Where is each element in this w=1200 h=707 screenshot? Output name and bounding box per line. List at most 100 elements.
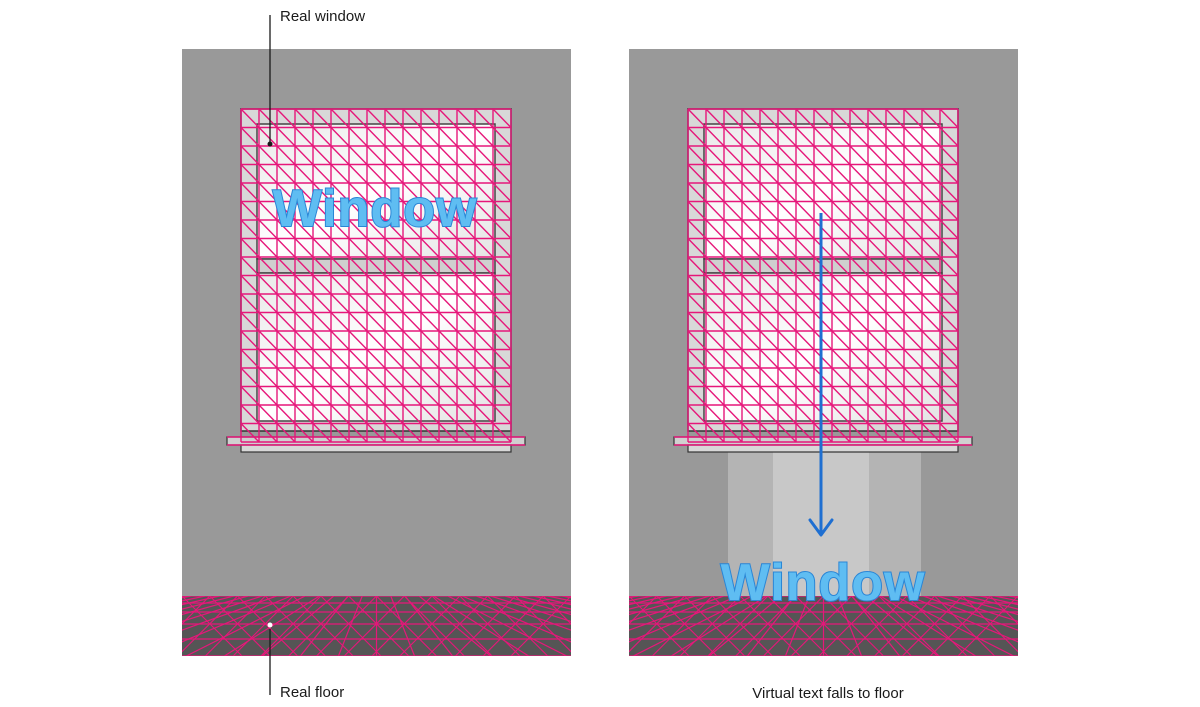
mesh-edge [474, 404, 494, 424]
mesh-edge [474, 330, 494, 350]
mesh-edge [294, 127, 314, 147]
mesh-edge [294, 349, 314, 369]
mesh-edge [474, 349, 494, 369]
mesh-edge [885, 349, 905, 369]
real-window-label: Real window [280, 8, 365, 25]
mesh-edge [492, 238, 512, 258]
real-floor-callout-dot [267, 622, 273, 628]
mesh-edge [921, 127, 941, 147]
mesh-edge [438, 330, 458, 350]
mesh-edge [705, 219, 725, 239]
mesh-edge [831, 256, 851, 276]
mesh-edge [741, 293, 761, 313]
mesh-edge [258, 145, 278, 165]
mesh-edge [330, 164, 350, 184]
mesh-edge [705, 127, 725, 147]
mesh-edge [790, 596, 852, 656]
mesh-edge [348, 256, 368, 276]
mesh-edge [438, 127, 458, 147]
mesh-edge [705, 182, 725, 202]
mesh-edge [276, 386, 296, 406]
mesh-edge [182, 596, 183, 597]
mesh-edge [312, 330, 332, 350]
mesh-edge [456, 367, 476, 387]
mesh-edge [777, 349, 797, 369]
mesh-edge [366, 201, 386, 221]
mesh-edge [258, 182, 278, 202]
mesh-edge [240, 182, 260, 202]
mesh-edge [989, 596, 1018, 625]
mesh-edge [570, 596, 571, 597]
mesh-edge [459, 596, 521, 656]
mesh-edge [939, 182, 959, 202]
mesh-edge [705, 256, 725, 276]
mesh-edge [921, 293, 941, 313]
mesh-edge [276, 256, 296, 276]
mesh-edge [687, 367, 707, 387]
mesh-edge [687, 238, 707, 258]
mesh-edge [939, 330, 959, 350]
mesh-edge [384, 293, 404, 313]
mesh-edge [276, 164, 296, 184]
mesh-edge [723, 127, 743, 147]
mesh-edge [420, 404, 440, 424]
mesh-edge [687, 330, 707, 350]
mesh-edge [921, 182, 941, 202]
mesh-edge [420, 367, 440, 387]
mesh-edge [831, 238, 851, 258]
mesh-edge [962, 596, 1018, 653]
mesh-edge [831, 404, 851, 424]
mesh-edge [903, 201, 923, 221]
mesh-edge [777, 108, 797, 128]
mesh-edge [921, 238, 941, 258]
mesh-edge [348, 349, 368, 369]
mesh-edge [723, 349, 743, 369]
mesh-edge [777, 367, 797, 387]
mesh-edge [850, 596, 912, 656]
mesh-edge [438, 275, 458, 295]
mesh-edge [474, 367, 494, 387]
mesh-edge [923, 596, 1018, 631]
mesh-edge [759, 423, 779, 443]
mesh-edge [867, 312, 887, 332]
mesh-edge [831, 164, 851, 184]
mesh-edge [402, 256, 422, 276]
mesh-edge [921, 256, 941, 276]
mesh-edge [316, 596, 377, 656]
mesh-edge [939, 108, 959, 128]
mesh-edge [759, 275, 779, 295]
mesh-edge [330, 349, 350, 369]
mesh-edge [420, 219, 440, 239]
mesh-edge [348, 423, 368, 443]
mesh-edge [867, 275, 887, 295]
mesh-edge [741, 312, 761, 332]
mesh-edge [204, 596, 266, 656]
mesh-edge [366, 349, 386, 369]
mesh-edge [795, 312, 815, 332]
mesh-edge [849, 404, 869, 424]
mesh-edge [903, 145, 923, 165]
mesh-edge [438, 349, 458, 369]
mesh-edge [903, 312, 923, 332]
mesh-edge [330, 423, 350, 443]
mesh-edge [492, 423, 512, 443]
mesh-edge [348, 127, 368, 147]
mesh-edge [831, 312, 851, 332]
mesh-edge [292, 596, 354, 656]
mesh-edge [384, 164, 404, 184]
mesh-edge [240, 330, 260, 350]
mesh-edge [294, 145, 314, 165]
left-window-mesh [227, 108, 525, 446]
mesh-edge [348, 164, 368, 184]
mesh-edge [384, 201, 404, 221]
mesh-edge [487, 596, 549, 656]
mesh-edge [455, 596, 516, 656]
mesh-edge [849, 367, 869, 387]
mesh-edge [402, 386, 422, 406]
mesh-edge [294, 219, 314, 239]
mesh-edge [867, 423, 887, 443]
mesh-edge [687, 386, 707, 406]
mesh-edge [312, 256, 332, 276]
mesh-edge [330, 367, 350, 387]
mesh-edge [376, 596, 437, 656]
